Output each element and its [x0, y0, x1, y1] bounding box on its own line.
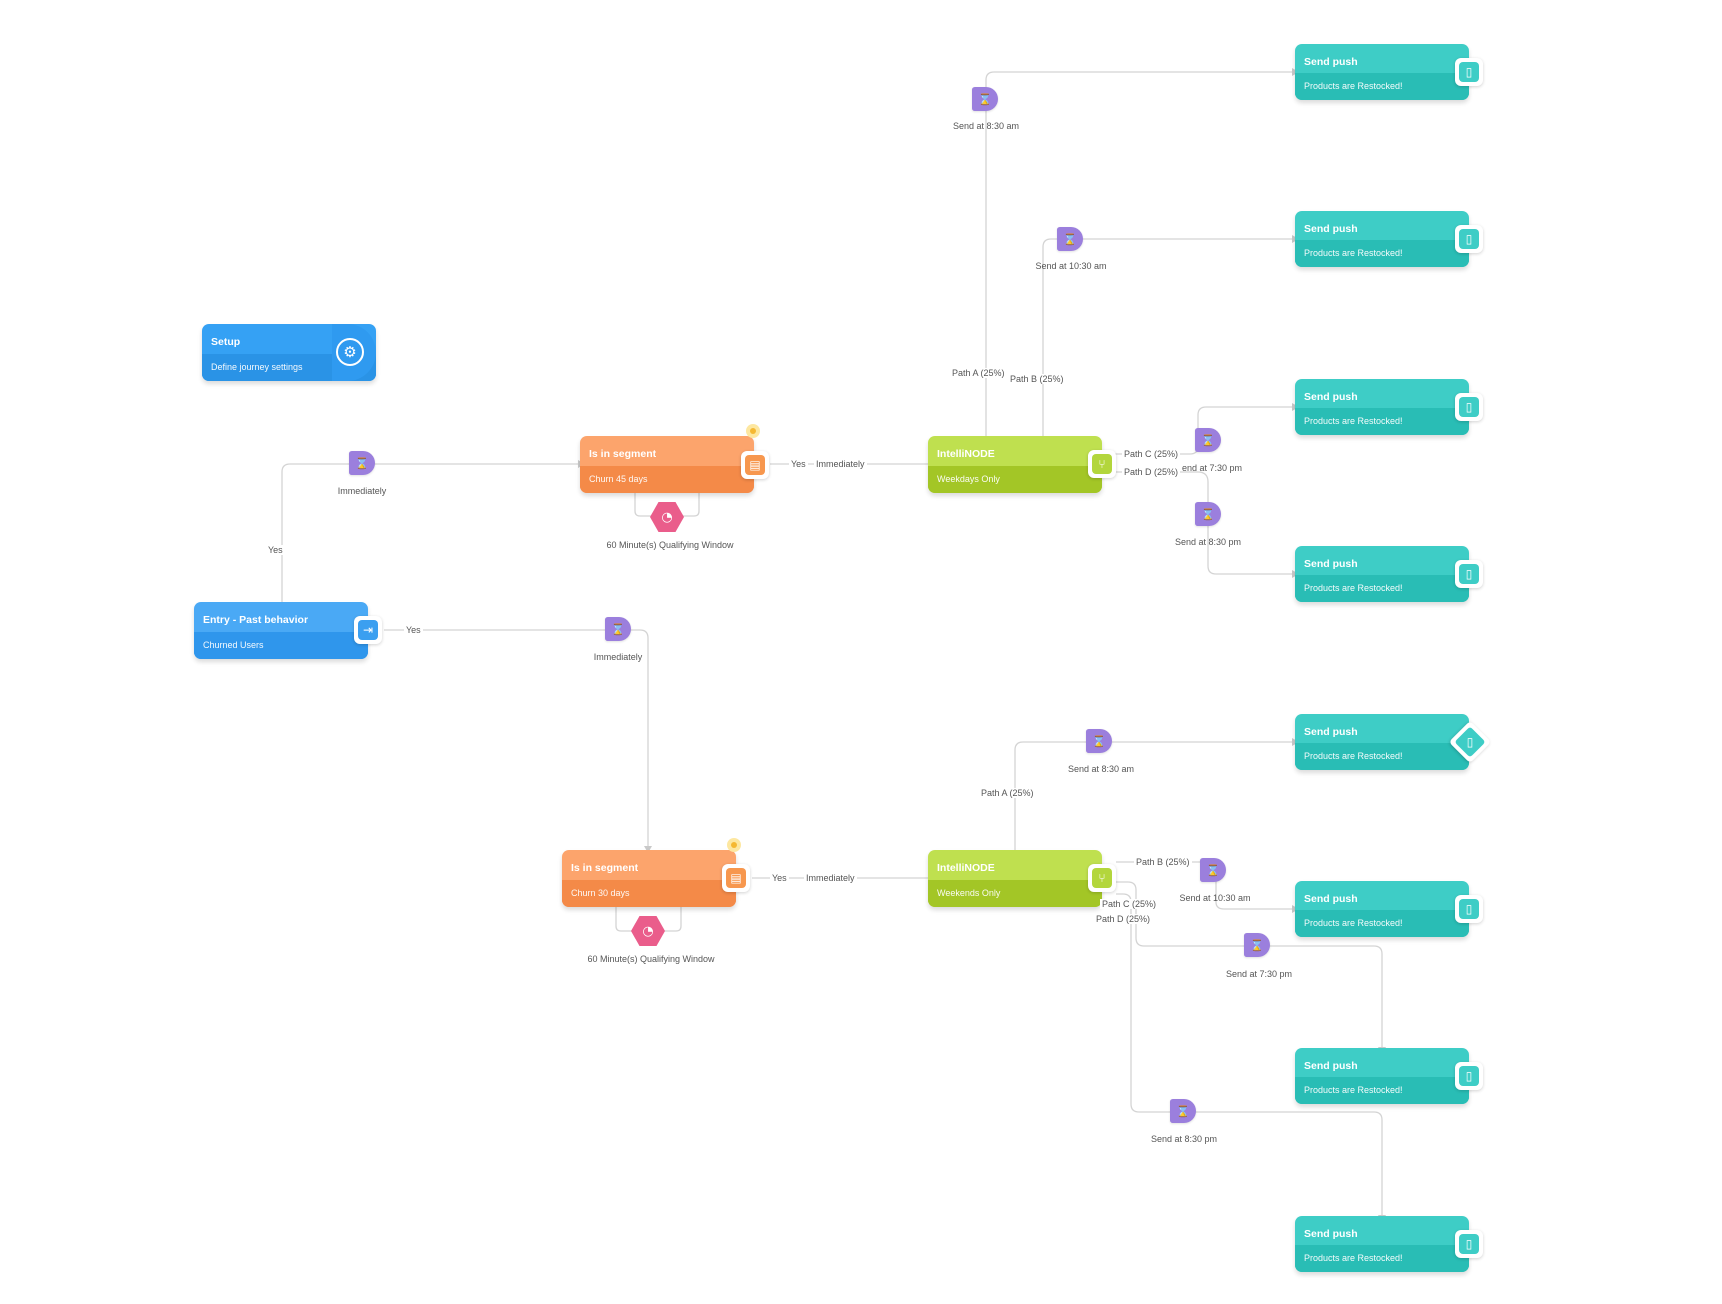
- send-push-title: Send push: [1304, 1060, 1358, 1072]
- intellinode-bottom-title: IntelliNODE: [937, 862, 995, 874]
- send-push-message: Products are Restocked!: [1304, 583, 1403, 593]
- delay-timer-icon[interactable]: ⌛: [1195, 428, 1221, 452]
- send-push-message: Products are Restocked!: [1304, 1085, 1403, 1095]
- segment-node-top[interactable]: Is in segment Churn 45 days: [580, 436, 754, 493]
- mobile-push-icon[interactable]: ▯: [1455, 1062, 1483, 1090]
- send-push-message: Products are Restocked!: [1304, 751, 1403, 761]
- delay-timer-icon[interactable]: ⌛: [1086, 729, 1112, 753]
- mobile-push-icon[interactable]: ▯: [1455, 895, 1483, 923]
- edge-label-immediately: Immediately: [814, 459, 867, 469]
- send-push-message: Products are Restocked!: [1304, 1253, 1403, 1263]
- path-label: Path A (25%): [979, 788, 1036, 798]
- send-push-title: Send push: [1304, 391, 1358, 403]
- delay-timer-icon[interactable]: ⌛: [1057, 227, 1083, 251]
- delay-timer-icon[interactable]: ⌛: [349, 451, 375, 475]
- segment-card-icon[interactable]: ▤: [741, 451, 769, 479]
- path-label: Path B (25%): [1134, 857, 1192, 867]
- setup-title: Setup: [211, 336, 241, 348]
- delay-label: Send at 8:30 pm: [1174, 537, 1242, 547]
- send-push-title: Send push: [1304, 1228, 1358, 1240]
- segment-bottom-subtitle: Churn 30 days: [571, 888, 630, 898]
- segment-top-subtitle: Churn 45 days: [589, 474, 648, 484]
- send-push-message: Products are Restocked!: [1304, 81, 1403, 91]
- path-label: Path D (25%): [1094, 914, 1153, 924]
- delay-label: Send at 7:30 pm: [1225, 969, 1293, 979]
- entry-title: Entry - Past behavior: [203, 614, 309, 626]
- mobile-push-icon[interactable]: ▯: [1455, 1230, 1483, 1258]
- path-label: Path D (25%): [1122, 467, 1181, 477]
- setup-subtitle: Define journey settings: [211, 362, 303, 372]
- entry-subtitle: Churned Users: [203, 640, 264, 650]
- gear-icon[interactable]: ⚙: [336, 338, 364, 366]
- delay-label: Send at 8:30 am: [952, 121, 1020, 131]
- send-push-message: Products are Restocked!: [1304, 248, 1403, 258]
- mobile-push-icon[interactable]: ▯: [1455, 58, 1483, 86]
- edge-label-yes: Yes: [404, 625, 423, 635]
- send-push-title: Send push: [1304, 726, 1358, 738]
- edge-label-yes: Yes: [266, 545, 285, 555]
- delay-label: Send at 10:30 am: [1035, 261, 1107, 271]
- delay-timer-icon[interactable]: ⌛: [972, 87, 998, 111]
- send-push-title: Send push: [1304, 56, 1358, 68]
- split-paths-icon[interactable]: ⑂: [1088, 864, 1116, 892]
- delay-timer-icon[interactable]: ⌛: [1170, 1099, 1196, 1123]
- path-label: Path C (25%): [1100, 899, 1159, 909]
- split-paths-icon[interactable]: ⑂: [1088, 450, 1116, 478]
- delay-timer-icon[interactable]: ⌛: [1200, 858, 1226, 882]
- send-push-message: Products are Restocked!: [1304, 416, 1403, 426]
- entry-door-icon[interactable]: ⇥: [354, 616, 382, 644]
- intellinode-bottom-subtitle: Weekends Only: [937, 888, 1001, 898]
- send-push-title: Send push: [1304, 893, 1358, 905]
- mobile-push-icon[interactable]: ▯: [1455, 393, 1483, 421]
- warning-dot-icon[interactable]: [746, 424, 760, 438]
- entry-node[interactable]: Entry - Past behavior Churned Users: [194, 602, 368, 659]
- delay-label: Immediately: [337, 486, 387, 496]
- delay-timer-icon[interactable]: ⌛: [1195, 502, 1221, 526]
- intellinode-top-title: IntelliNODE: [937, 448, 995, 460]
- segment-node-bottom[interactable]: Is in segment Churn 30 days: [562, 850, 736, 907]
- path-label: Path C (25%): [1122, 449, 1181, 459]
- delay-label: Send at 8:30 pm: [1150, 1134, 1218, 1144]
- delay-timer-icon[interactable]: ⌛: [1244, 933, 1270, 957]
- send-push-title: Send push: [1304, 223, 1358, 235]
- segment-bottom-title: Is in segment: [571, 862, 639, 874]
- intellinode-top-subtitle: Weekdays Only: [937, 474, 1000, 484]
- delay-label: Send at 8:30 am: [1067, 764, 1135, 774]
- send-push-message: Products are Restocked!: [1304, 918, 1403, 928]
- qualifying-window-icon[interactable]: ◔: [631, 916, 665, 946]
- intellinode-top[interactable]: IntelliNODE Weekdays Only: [928, 436, 1102, 493]
- intellinode-bottom[interactable]: IntelliNODE Weekends Only: [928, 850, 1102, 907]
- qualifying-window-label: 60 Minute(s) Qualifying Window: [587, 954, 715, 964]
- delay-label: Send at 10:30 am: [1179, 893, 1251, 903]
- delay-label: end at 7:30 pm: [1181, 463, 1243, 473]
- delay-label: Immediately: [593, 652, 643, 662]
- qualifying-window-icon[interactable]: ◔: [650, 502, 684, 532]
- segment-card-icon[interactable]: ▤: [722, 864, 750, 892]
- edge-label-yes: Yes: [770, 873, 789, 883]
- send-push-title: Send push: [1304, 558, 1358, 570]
- mobile-push-glyph: ▯: [1466, 735, 1474, 749]
- edge-label-yes: Yes: [789, 459, 808, 469]
- edge-label-immediately: Immediately: [804, 873, 857, 883]
- mobile-push-icon[interactable]: ▯: [1455, 225, 1483, 253]
- path-label: Path B (25%): [1008, 374, 1066, 384]
- qualifying-window-label: 60 Minute(s) Qualifying Window: [606, 540, 734, 550]
- path-label: Path A (25%): [950, 368, 1007, 378]
- segment-top-title: Is in segment: [589, 448, 657, 460]
- mobile-push-icon[interactable]: ▯: [1455, 560, 1483, 588]
- delay-timer-icon[interactable]: ⌛: [605, 617, 631, 641]
- warning-dot-icon[interactable]: [727, 838, 741, 852]
